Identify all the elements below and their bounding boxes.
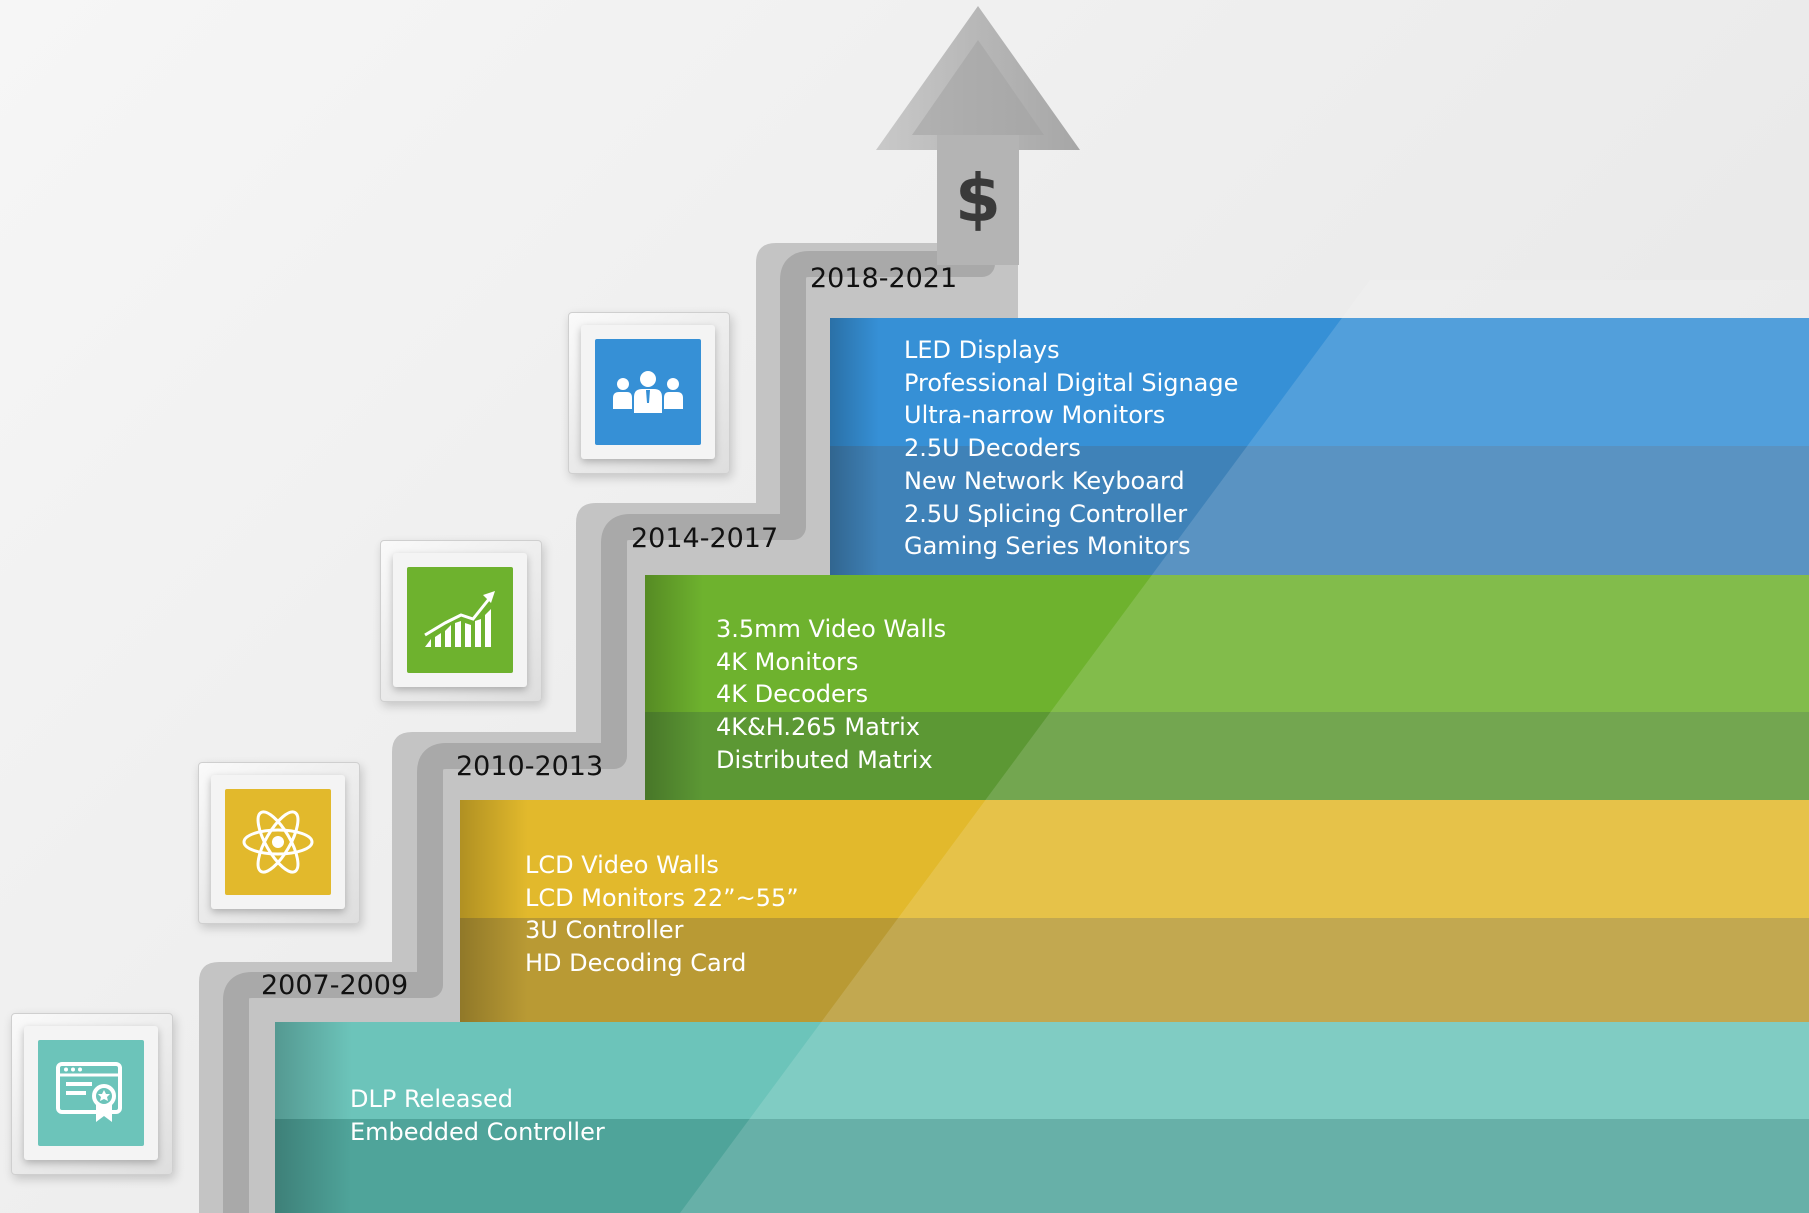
tile-2014-2017 xyxy=(380,540,542,702)
period-label-2014-2017: 2014-2017 xyxy=(631,523,779,554)
list-item: Professional Digital Signage xyxy=(904,368,1239,397)
list-item: 4K Decoders xyxy=(716,680,869,709)
band-shade xyxy=(460,800,1809,1022)
growth-chart-icon xyxy=(407,567,513,673)
tile-2010-2013 xyxy=(198,762,360,924)
list-item: 3U Controller xyxy=(525,916,684,945)
band-shade xyxy=(645,575,1809,800)
team-icon xyxy=(595,339,701,445)
list-item: New Network Keyboard xyxy=(904,466,1185,495)
list-item: LED Displays xyxy=(904,336,1060,364)
arrow-head xyxy=(876,6,1080,265)
tile-2018-2021 xyxy=(568,312,730,474)
band-shade xyxy=(275,1022,1809,1213)
tile-2007-2009 xyxy=(11,1013,173,1175)
staircase-inner xyxy=(223,130,995,1213)
items-2007-2009: DLP Released Embedded Controller xyxy=(350,1083,605,1148)
items-2014-2017: 3.5mm Video Walls 4K Monitors 4K Decoder… xyxy=(716,613,946,777)
list-item: 2.5U Splicing Controller xyxy=(904,499,1188,528)
band-2010-2013 xyxy=(460,800,1809,1022)
list-item: HD Decoding Card xyxy=(525,949,747,978)
period-label-2010-2013: 2010-2013 xyxy=(456,751,604,782)
list-item: 3.5mm Video Walls xyxy=(716,615,947,643)
list-item: 4K Monitors xyxy=(716,647,859,676)
band-2018-2021 xyxy=(830,318,1809,575)
list-item: Gaming Series Monitors xyxy=(904,532,1191,561)
atom-icon xyxy=(225,789,331,895)
band-shade xyxy=(830,318,1809,575)
list-item: LCD Video Walls xyxy=(525,851,719,879)
list-item: Ultra-narrow Monitors xyxy=(904,401,1166,430)
certificate-icon xyxy=(38,1040,144,1146)
list-item: 2.5U Decoders xyxy=(904,434,1081,463)
period-label-2018-2021: 2018-2021 xyxy=(810,263,958,294)
list-item: 4K&H.265 Matrix xyxy=(716,713,920,742)
list-item: LCD Monitors 22”~55” xyxy=(525,883,799,912)
items-2010-2013: LCD Video Walls LCD Monitors 22”~55” 3U … xyxy=(525,849,799,980)
period-label-2007-2009: 2007-2009 xyxy=(261,970,409,1001)
band-2014-2017 xyxy=(645,575,1809,800)
list-item: Embedded Controller xyxy=(350,1117,605,1146)
items-2018-2021: LED Displays Professional Digital Signag… xyxy=(904,334,1238,563)
list-item: Distributed Matrix xyxy=(716,745,933,774)
light-overlay xyxy=(680,280,1809,1213)
band-2007-2009 xyxy=(275,1022,1809,1213)
dollar-sign-icon: $ xyxy=(955,160,1001,237)
list-item: DLP Released xyxy=(350,1085,513,1113)
